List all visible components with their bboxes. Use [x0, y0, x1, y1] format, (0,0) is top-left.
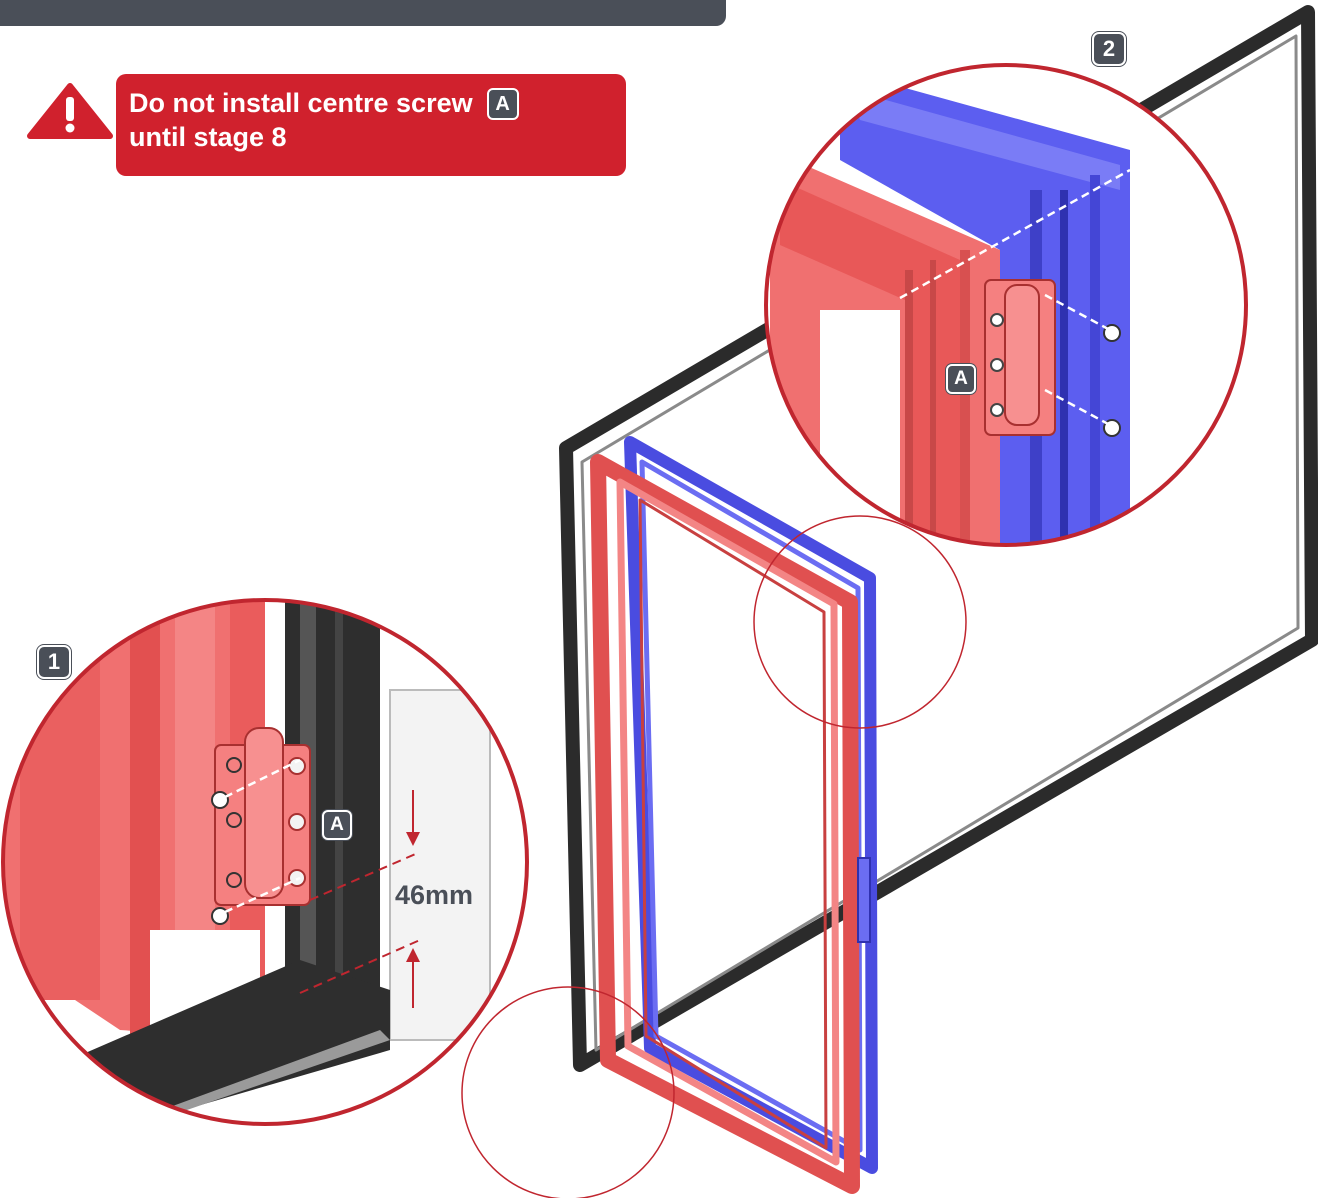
detail-1-circle [1, 598, 529, 1126]
locator-circle-bottom [461, 986, 675, 1198]
measurement-label: 46mm [395, 880, 474, 910]
red-sash [590, 454, 860, 1194]
warning-text-line1: Do not install centre screw [129, 88, 473, 118]
callout-number-2: 2 [1092, 32, 1126, 66]
detail-2-circle [764, 63, 1248, 547]
warning-icon [27, 83, 113, 139]
hinge-label-a-detail2: A [946, 364, 976, 394]
detail-1-zoom [3, 600, 527, 1124]
header-bar [0, 0, 726, 26]
warning-callout: Do not install centre screw A until stage… [116, 74, 626, 176]
handle-plate [857, 857, 871, 943]
locator-circle-top [753, 515, 967, 729]
warning-badge-a: A [486, 88, 519, 120]
warning-text-line2: until stage 8 [129, 122, 287, 152]
hinge-label-a-detail1: A [322, 810, 352, 840]
callout-number-1: 1 [37, 645, 71, 679]
